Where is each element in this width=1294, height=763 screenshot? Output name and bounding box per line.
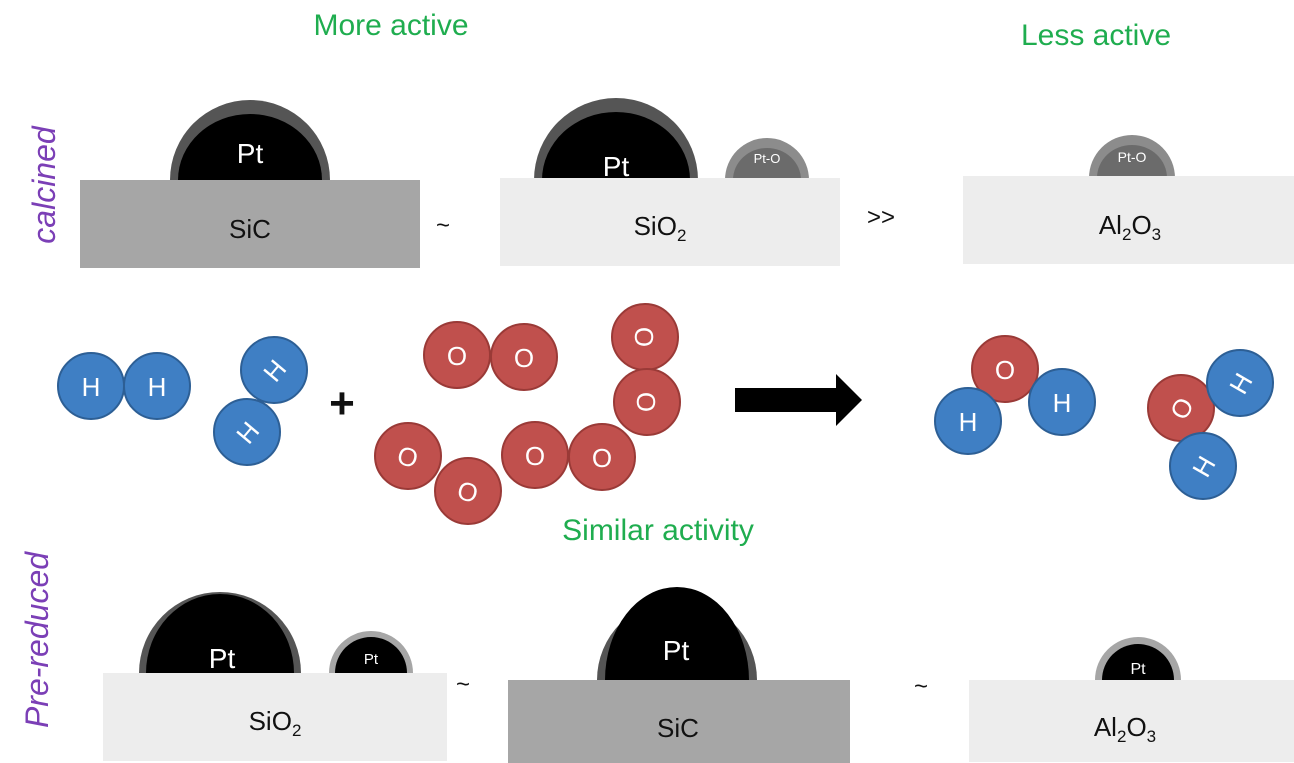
calcined-al2o3-panel: Pt-O Al2O3 (963, 135, 1294, 264)
oxygen-atom (423, 321, 491, 389)
hydrogen-atom (123, 352, 191, 420)
svg-text:H: H (82, 372, 101, 402)
pt-o-label: Pt-O (600, 77, 633, 94)
pt-o-label: Pt-O (754, 151, 781, 166)
oxygen-atom (490, 323, 558, 391)
right-arrow-icon (735, 374, 862, 426)
svg-text:O: O (995, 355, 1015, 385)
oxygen-atom (568, 423, 636, 491)
oxygen-molecule: O O (501, 421, 636, 491)
pt-core (605, 587, 749, 680)
pt-o-label: Pt-O (194, 571, 227, 588)
oxygen-atom (971, 335, 1039, 403)
sio2-support (500, 178, 840, 266)
support-label: SiC (229, 214, 271, 244)
pt-core (542, 112, 690, 180)
hydrogen-atom (1028, 368, 1096, 436)
pt-core (178, 114, 322, 180)
hydrogen-atom (1206, 349, 1274, 417)
plus-sign: + (329, 379, 355, 428)
support-label: SiO2 (249, 706, 302, 740)
pt-label: Pt (209, 643, 236, 674)
approx-symbol: ~ (456, 671, 470, 698)
pt-o-label: Pt-O (1118, 149, 1147, 165)
small-pt-o-core (733, 148, 801, 180)
svg-text:O: O (525, 441, 545, 471)
approx-symbol: ~ (914, 673, 928, 700)
heading-similar-activity: Similar activity (562, 514, 754, 547)
calcined-sio2-panel: Pt-O Pt Pt-O SiO2 (500, 77, 840, 266)
pt-label: Pt (1130, 661, 1146, 678)
water-molecule: O H H (1147, 349, 1274, 500)
pt-label: Pt (237, 138, 264, 169)
oxygen-atom (501, 421, 569, 489)
prereduced-sio2-panel: Pt-O Pt Pt SiO2 (103, 571, 447, 761)
pt-label: Pt (663, 635, 690, 666)
hydrogen-atom (934, 387, 1002, 455)
row-label-calcined: calcined (26, 125, 62, 244)
oxygen-atom (613, 368, 681, 436)
pt-o-label: Pt-O (234, 67, 267, 84)
heading-less-active: Less active (1021, 19, 1171, 52)
small-pt-o-core (1097, 145, 1167, 178)
svg-text:O: O (592, 443, 612, 473)
water-molecule: O H H (934, 335, 1096, 455)
prereduced-al2o3-panel: Pt Al2O3 (969, 637, 1294, 762)
support-label: SiO2 (634, 211, 687, 245)
calcined-sic-panel: Pt-O Pt SiC (80, 67, 420, 268)
oxygen-molecule: O O (374, 422, 502, 525)
svg-text:O: O (514, 343, 534, 373)
sic-support (80, 180, 420, 268)
al2o3-support (969, 680, 1294, 762)
heading-more-active: More active (313, 9, 468, 42)
hydrogen-atom (213, 398, 281, 466)
reaction-scheme: H H H H + O O O O O O (57, 303, 1274, 525)
approx-symbol: ~ (436, 212, 450, 239)
pt-o-label: Pt-O (660, 565, 693, 582)
support-label: Al2O3 (1094, 712, 1156, 746)
svg-text:O: O (447, 341, 467, 371)
hydrogen-atom (240, 336, 308, 404)
svg-text:H: H (959, 407, 978, 437)
pt-label: Pt (364, 651, 379, 668)
support-label: SiC (657, 713, 699, 743)
row-label-pre-reduced: Pre-reduced (19, 551, 55, 728)
hydrogen-molecule: H H (213, 336, 308, 466)
hydrogen-molecule: H H (57, 352, 191, 420)
much-greater-symbol: >> (867, 204, 895, 231)
small-pt-core (1102, 644, 1174, 680)
sic-support (508, 680, 850, 763)
prereduced-sic-panel: Pt-O Pt SiC (508, 565, 850, 763)
oxygen-molecule: O O (423, 321, 558, 391)
small-pt-core (335, 637, 407, 673)
svg-text:H: H (1053, 388, 1072, 418)
pt-core (146, 594, 294, 673)
al2o3-support (963, 176, 1294, 264)
svg-text:O: O (629, 327, 659, 347)
support-label: Al2O3 (1099, 210, 1161, 244)
pt-label: Pt (603, 151, 630, 182)
oxygen-atom (434, 457, 502, 525)
svg-text:O: O (631, 392, 661, 412)
sio2-support (103, 673, 447, 761)
oxygen-atom (374, 422, 442, 490)
oxygen-molecule: O O (611, 303, 681, 436)
svg-text:H: H (148, 372, 167, 402)
hydrogen-atom (1169, 432, 1237, 500)
